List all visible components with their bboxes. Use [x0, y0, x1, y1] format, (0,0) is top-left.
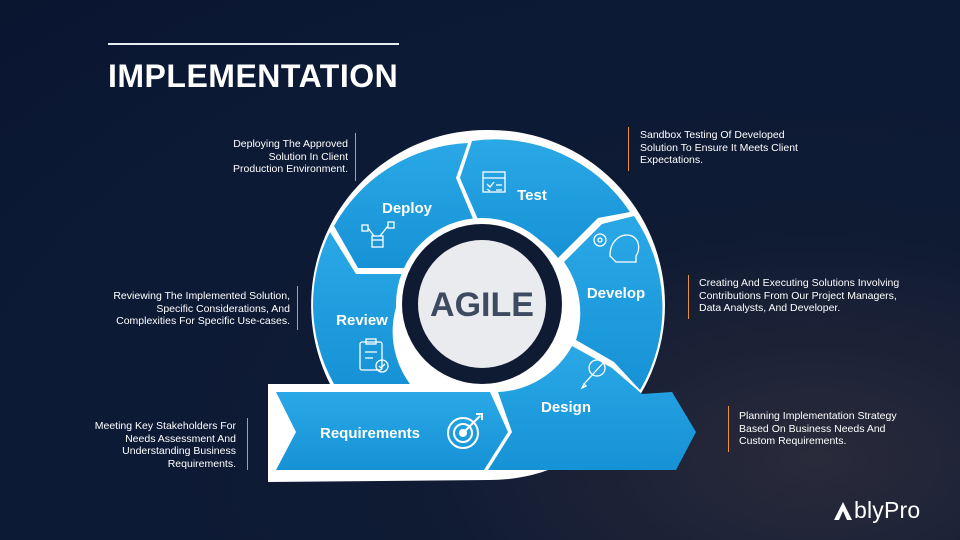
deploy-divider: [355, 133, 356, 181]
develop-label: Develop: [587, 285, 645, 302]
target-icon: [447, 413, 483, 449]
deploy-description: Deploying The Approved Solution In Clien…: [233, 138, 348, 175]
review-divider: [297, 286, 298, 330]
design-segment[interactable]: [488, 346, 696, 470]
review-segment[interactable]: [313, 232, 414, 384]
brand-logo: blyPro: [832, 497, 920, 524]
develop-description: Creating And Executing Solutions Involvi…: [699, 277, 900, 314]
review-description: Reviewing The Implemented Solution, Spec…: [113, 290, 290, 327]
design-label: Design: [541, 399, 591, 416]
review-label: Review: [336, 312, 388, 329]
design-description: Planning Implementation Strategy Based O…: [739, 410, 897, 447]
test-segment[interactable]: [460, 139, 630, 258]
requirements-divider: [247, 418, 248, 470]
title-rule: [108, 43, 399, 45]
requirements-description: Meeting Key Stakeholders For Needs Asses…: [94, 420, 236, 470]
requirements-label: Requirements: [320, 425, 420, 442]
page-title: IMPLEMENTATION: [108, 58, 399, 94]
clipboard-check-icon: [359, 338, 389, 373]
requirements-segment[interactable]: [276, 392, 508, 470]
logo-mark-icon: [834, 501, 852, 520]
center-disc: [418, 240, 546, 368]
deploy-label: Deploy: [382, 200, 433, 217]
logo-text: blyPro: [854, 497, 921, 523]
center-label: AGILE: [430, 286, 534, 324]
gear-head-icon: [593, 233, 640, 263]
develop-segment[interactable]: [564, 216, 663, 390]
design-tools-icon: [580, 359, 606, 390]
test-document-icon: [482, 171, 506, 193]
deploy-boxes-icon: [361, 221, 395, 248]
test-divider: [628, 127, 629, 171]
develop-divider: [688, 275, 689, 319]
test-description: Sandbox Testing Of Developed Solution To…: [640, 129, 798, 166]
design-divider: [728, 406, 729, 452]
test-label: Test: [517, 187, 547, 204]
